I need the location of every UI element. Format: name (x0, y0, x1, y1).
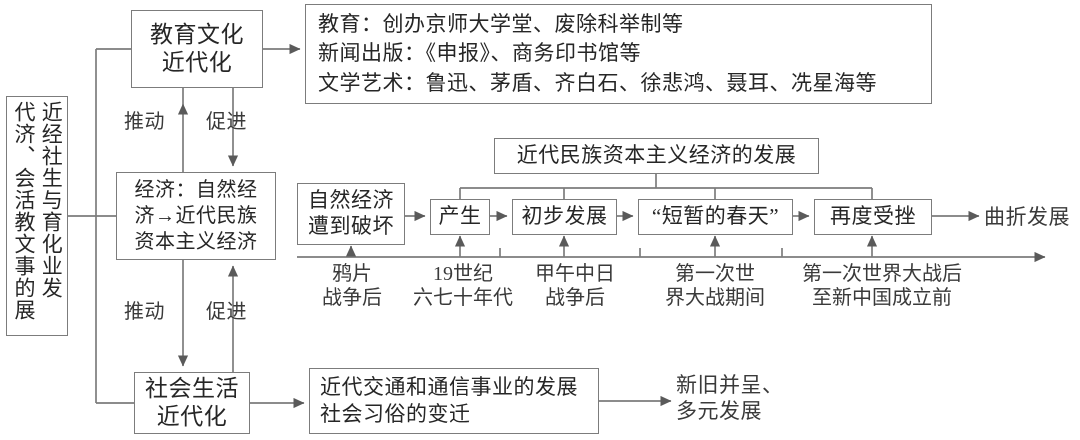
branch-economy-line1: 经济：自然经 (134, 179, 258, 201)
timeline-label-1-line1: 鸦片 (332, 263, 372, 285)
timeline-label-3-line2: 战争后 (545, 287, 605, 310)
economy-outcome-label: 曲折发展 (984, 205, 1070, 229)
relation-label-push-top: 推动 (124, 111, 165, 133)
timeline-label-2-line1: 19世纪 (433, 263, 493, 285)
relation-label-push-bottom: 推动 (124, 301, 165, 323)
timeline-label-1-line2: 战争后 (322, 287, 382, 310)
branch-node-economy: 经济：自然经 济→近代民族 资本主义经济 (116, 172, 276, 260)
root-node-column-b: 代济、会活教文事的展 (12, 101, 36, 321)
timeline-label-3: 甲午中日 战争后 (523, 262, 627, 311)
branch-social-line2: 近代化 (156, 404, 228, 429)
education-detail-line-1: 教育：创办京师大学堂、废除科举制等 (318, 11, 684, 36)
stage-box-2: 初步发展 (512, 199, 617, 235)
education-detail-box: 教育：创办京师大学堂、废除科举制等 新闻出版：《申报》、商务印书馆等 文学艺术：… (305, 4, 932, 104)
social-detail-line-2: 社会习俗的变迁 (320, 402, 471, 426)
relation-label-promote-top: 促进 (206, 111, 247, 133)
root-node-column-a: 近经社生与育化业发 (39, 101, 64, 299)
branch-node-social-life: 社会生活 近代化 (134, 372, 250, 434)
timeline-label-5-line2: 至新中国成立前 (812, 287, 952, 310)
stage-box-2-label: 初步发展 (521, 204, 608, 229)
timeline-label-2-line2: 六七十年代 (413, 287, 513, 310)
root-node: 近经社生与育化业发 代济、会活教文事的展 (6, 96, 68, 336)
timeline-label-5-line1: 第一次世界大战后 (802, 263, 962, 285)
timeline-label-3-line1: 甲午中日 (535, 263, 615, 285)
timeline-label-4: 第一次世 界大战期间 (650, 262, 780, 311)
timeline-label-4-line1: 第一次世 (675, 263, 755, 285)
social-outcome-label: 新旧并呈、 多元发展 (676, 373, 784, 424)
education-detail-line-3: 文学艺术：鲁迅、茅盾、齐白石、徐悲鸿、聂耳、冼星海等 (318, 70, 877, 95)
capitalism-title-box: 近代民族资本主义经济的发展 (494, 138, 819, 174)
timeline-label-1: 鸦片 战争后 (307, 262, 397, 311)
social-detail-box: 近代交通和通信事业的发展 社会习俗的变迁 (309, 368, 599, 434)
relation-label-promote-bottom: 促进 (206, 301, 247, 323)
stage-box-4: 再度受挫 (814, 199, 932, 235)
branch-economy-line3: 资本主义经济 (134, 231, 258, 253)
stage-box-3-label: “短暂的春天” (651, 204, 780, 229)
education-detail-line-2: 新闻出版：《申报》、商务印书馆等 (318, 41, 641, 66)
capitalism-title-label: 近代民族资本主义经济的发展 (516, 143, 797, 168)
natural-economy-line1: 自然经济 (308, 188, 394, 213)
natural-economy-line2: 遭到破坏 (308, 214, 394, 238)
branch-education-line1: 教育文化 (150, 21, 244, 47)
branch-social-line1: 社会生活 (145, 375, 239, 401)
timeline-label-2: 19世纪 六七十年代 (400, 262, 526, 311)
stage-box-4-label: 再度受挫 (830, 204, 916, 229)
timeline-label-5: 第一次世界大战后 至新中国成立前 (782, 262, 982, 311)
branch-education-line2: 近代化 (161, 50, 233, 75)
social-detail-line-1: 近代交通和通信事业的发展 (320, 374, 578, 399)
stage-box-1: 产生 (430, 199, 490, 235)
timeline-label-4-line2: 界大战期间 (665, 287, 765, 310)
stage-box-3: “短暂的春天” (638, 199, 793, 235)
social-outcome-line1: 新旧并呈、 (676, 373, 784, 397)
branch-economy-line2: 济→近代民族 (134, 205, 258, 227)
social-outcome-line2: 多元发展 (676, 398, 762, 423)
stage-box-1-label: 产生 (438, 204, 482, 229)
natural-economy-box: 自然经济 遭到破坏 (297, 183, 405, 245)
branch-node-education: 教育文化 近代化 (131, 10, 263, 88)
